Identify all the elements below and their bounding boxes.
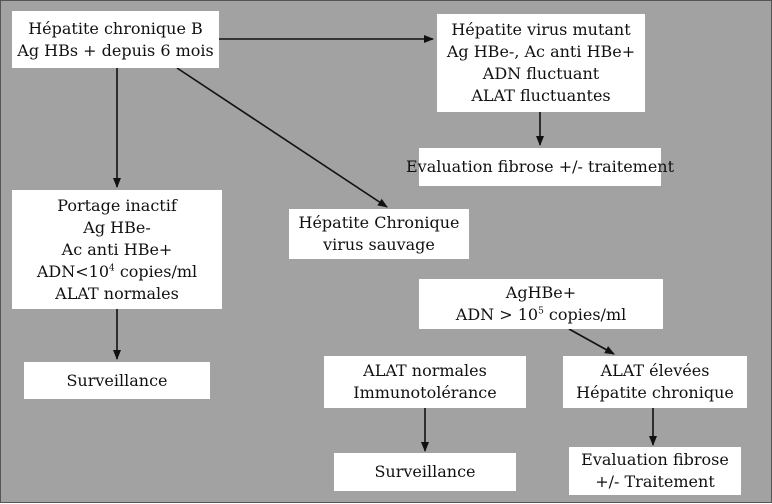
- node-tolerance-surveillance: Surveillance: [334, 453, 516, 491]
- node-hbeag-positive: AgHBe+ ADN > 105 copies/ml: [419, 279, 663, 329]
- node-mutant-line2: Ag HBe-, Ac anti HBe+: [446, 42, 636, 61]
- node-wild-line2: virus sauvage: [323, 235, 435, 254]
- node-hbeag-line2-pre: ADN > 10: [455, 305, 539, 324]
- node-mutant-line4: ALAT fluctuantes: [471, 86, 611, 105]
- node-elevated-line1: ALAT élevées: [600, 361, 710, 380]
- node-mutant: Hépatite virus mutant Ag HBe-, Ac anti H…: [437, 14, 645, 112]
- node-wild-line1: Hépatite Chronique: [298, 213, 460, 232]
- node-mutant-evaluation: Evaluation fibrose +/- traitement: [406, 148, 674, 186]
- node-inactive-line4: ADN<104 copies/ml: [37, 261, 197, 283]
- node-hbeag-line1: AgHBe+: [505, 283, 577, 302]
- node-inactive-surveillance-line1: Surveillance: [66, 370, 168, 390]
- node-hbeag-line2-exponent: 5: [538, 306, 544, 317]
- node-elevated-evaluation-line2: +/- Traitement: [595, 472, 715, 491]
- node-root: Hépatite chronique B Ag HBs + depuis 6 m…: [12, 11, 219, 68]
- node-elevated-line2: Hépatite chronique: [576, 383, 734, 402]
- node-hbeag-line2-post: copies/ml: [543, 305, 627, 324]
- node-inactive-line4-pre: ADN<10: [36, 261, 109, 281]
- node-inactive-surveillance: Surveillance: [24, 362, 210, 399]
- node-inactive-carrier: Portage inactif Ag HBe- Ac anti HBe+ ADN…: [12, 190, 222, 309]
- node-mutant-evaluation-line1: Evaluation fibrose +/- traitement: [405, 157, 675, 176]
- node-hbeag-line2: ADN > 105 copies/ml: [456, 304, 626, 326]
- node-tolerance-line1: ALAT normales: [363, 361, 487, 380]
- node-mutant-line1: Hépatite virus mutant: [451, 20, 631, 39]
- node-elevated-evaluation-line1: Evaluation fibrose: [581, 450, 729, 469]
- node-inactive-line1: Portage inactif: [57, 195, 177, 215]
- node-root-line1: Hépatite chronique B: [28, 18, 203, 38]
- node-root-line2: Ag HBs + depuis 6 mois: [17, 40, 214, 60]
- node-inactive-line3: Ac anti HBe+: [61, 239, 173, 259]
- node-inactive-line5: ALAT normales: [55, 283, 179, 303]
- node-elevated-evaluation: Evaluation fibrose +/- Traitement: [569, 447, 741, 495]
- node-inactive-line2: Ag HBe-: [83, 217, 151, 237]
- arrow-hbeag-to-elevated: [568, 328, 615, 355]
- node-tolerance-line2: Immunotolérance: [353, 383, 497, 402]
- arrow-root-to-wild: [176, 67, 388, 208]
- node-inactive-line4-exponent: 4: [109, 263, 115, 274]
- node-immunotolerance: ALAT normales Immunotolérance: [324, 356, 526, 408]
- node-inactive-line4-post: copies/ml: [114, 261, 198, 281]
- node-mutant-line3: ADN fluctuant: [482, 64, 600, 83]
- node-tolerance-surveillance-line1: Surveillance: [374, 462, 476, 481]
- node-wild-virus: Hépatite Chronique virus sauvage: [289, 209, 469, 259]
- node-elevated-alat: ALAT élevées Hépatite chronique: [563, 356, 747, 408]
